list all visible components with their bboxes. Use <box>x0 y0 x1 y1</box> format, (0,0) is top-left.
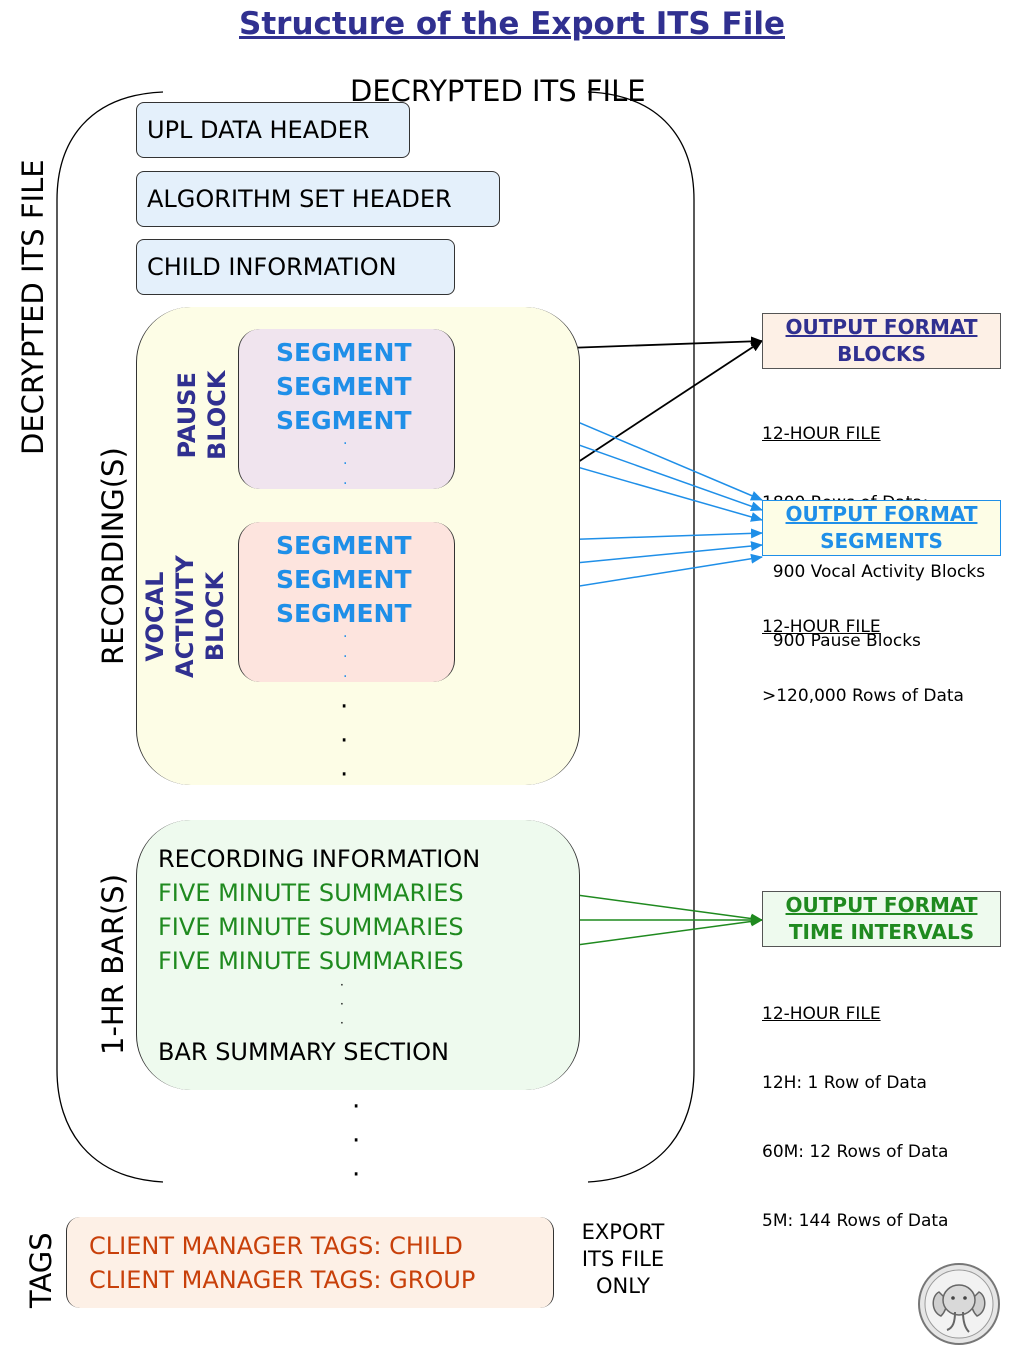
output-format-blocks: OUTPUT FORMAT BLOCKS <box>762 313 1001 369</box>
vocal-activity-block <box>238 522 455 682</box>
output-format-time-intervals: OUTPUT FORMAT TIME INTERVALS <box>762 891 1001 947</box>
child-information-header: CHILD INFORMATION <box>136 239 455 295</box>
bars-inner-ellipsis: ··· <box>340 978 344 1030</box>
tags-side-label: TAGS <box>24 1232 58 1308</box>
recording-information: RECORDING INFORMATION <box>158 845 481 873</box>
five-minute-summary: FIVE MINUTE SUMMARIES <box>158 947 464 975</box>
upl-data-header: UPL DATA HEADER <box>136 102 410 158</box>
client-manager-tags-group: CLIENT MANAGER TAGS: GROUP <box>89 1266 476 1294</box>
segments-note: 12-HOUR FILE >120,000 Rows of Data <box>762 617 964 706</box>
recordings-ellipsis: · · · <box>340 692 349 790</box>
five-minute-summary: FIVE MINUTE SUMMARIES <box>158 879 464 907</box>
pause-segment: SEGMENT <box>276 372 412 401</box>
bars-region <box>136 820 580 1090</box>
bar-summary-section: BAR SUMMARY SECTION <box>158 1038 449 1066</box>
pause-block-label: PAUSE BLOCK <box>173 370 231 460</box>
pause-segment: SEGMENT <box>276 406 412 435</box>
outer-bracket-right <box>587 91 695 1183</box>
pause-ellipsis: ··· <box>343 436 348 492</box>
algorithm-set-header: ALGORITHM SET HEADER <box>136 171 500 227</box>
vocal-segment: SEGMENT <box>276 565 412 594</box>
vocal-activity-block-label: VOCAL ACTIVITY BLOCK <box>141 555 229 678</box>
client-manager-tags-child: CLIENT MANAGER TAGS: CHILD <box>89 1232 463 1260</box>
five-minute-summary: FIVE MINUTE SUMMARIES <box>158 913 464 941</box>
time-intervals-note: 12-HOUR FILE 12H: 1 Row of Data 60M: 12 … <box>762 1004 949 1231</box>
output-format-segments: OUTPUT FORMAT SEGMENTS <box>762 500 1001 556</box>
pause-block <box>238 329 455 489</box>
elephant-logo-icon <box>918 1263 1000 1345</box>
export-its-file-only-note: EXPORT ITS FILE ONLY <box>581 1220 665 1298</box>
vocal-segment: SEGMENT <box>276 531 412 560</box>
outer-ellipsis: ··· <box>352 1092 361 1190</box>
vocal-segment: SEGMENT <box>276 599 412 628</box>
page-title: Structure of the Export ITS File <box>239 6 785 42</box>
pause-segment: SEGMENT <box>276 338 412 367</box>
outer-bracket-left <box>56 91 164 1183</box>
tags-box <box>66 1217 554 1308</box>
outer-side-label: DECRYPTED ITS FILE <box>16 159 50 455</box>
recordings-side-label: RECORDING(S) <box>96 447 130 665</box>
vocal-ellipsis: ··· <box>343 629 348 685</box>
bars-side-label: 1-HR BAR(S) <box>96 873 130 1055</box>
